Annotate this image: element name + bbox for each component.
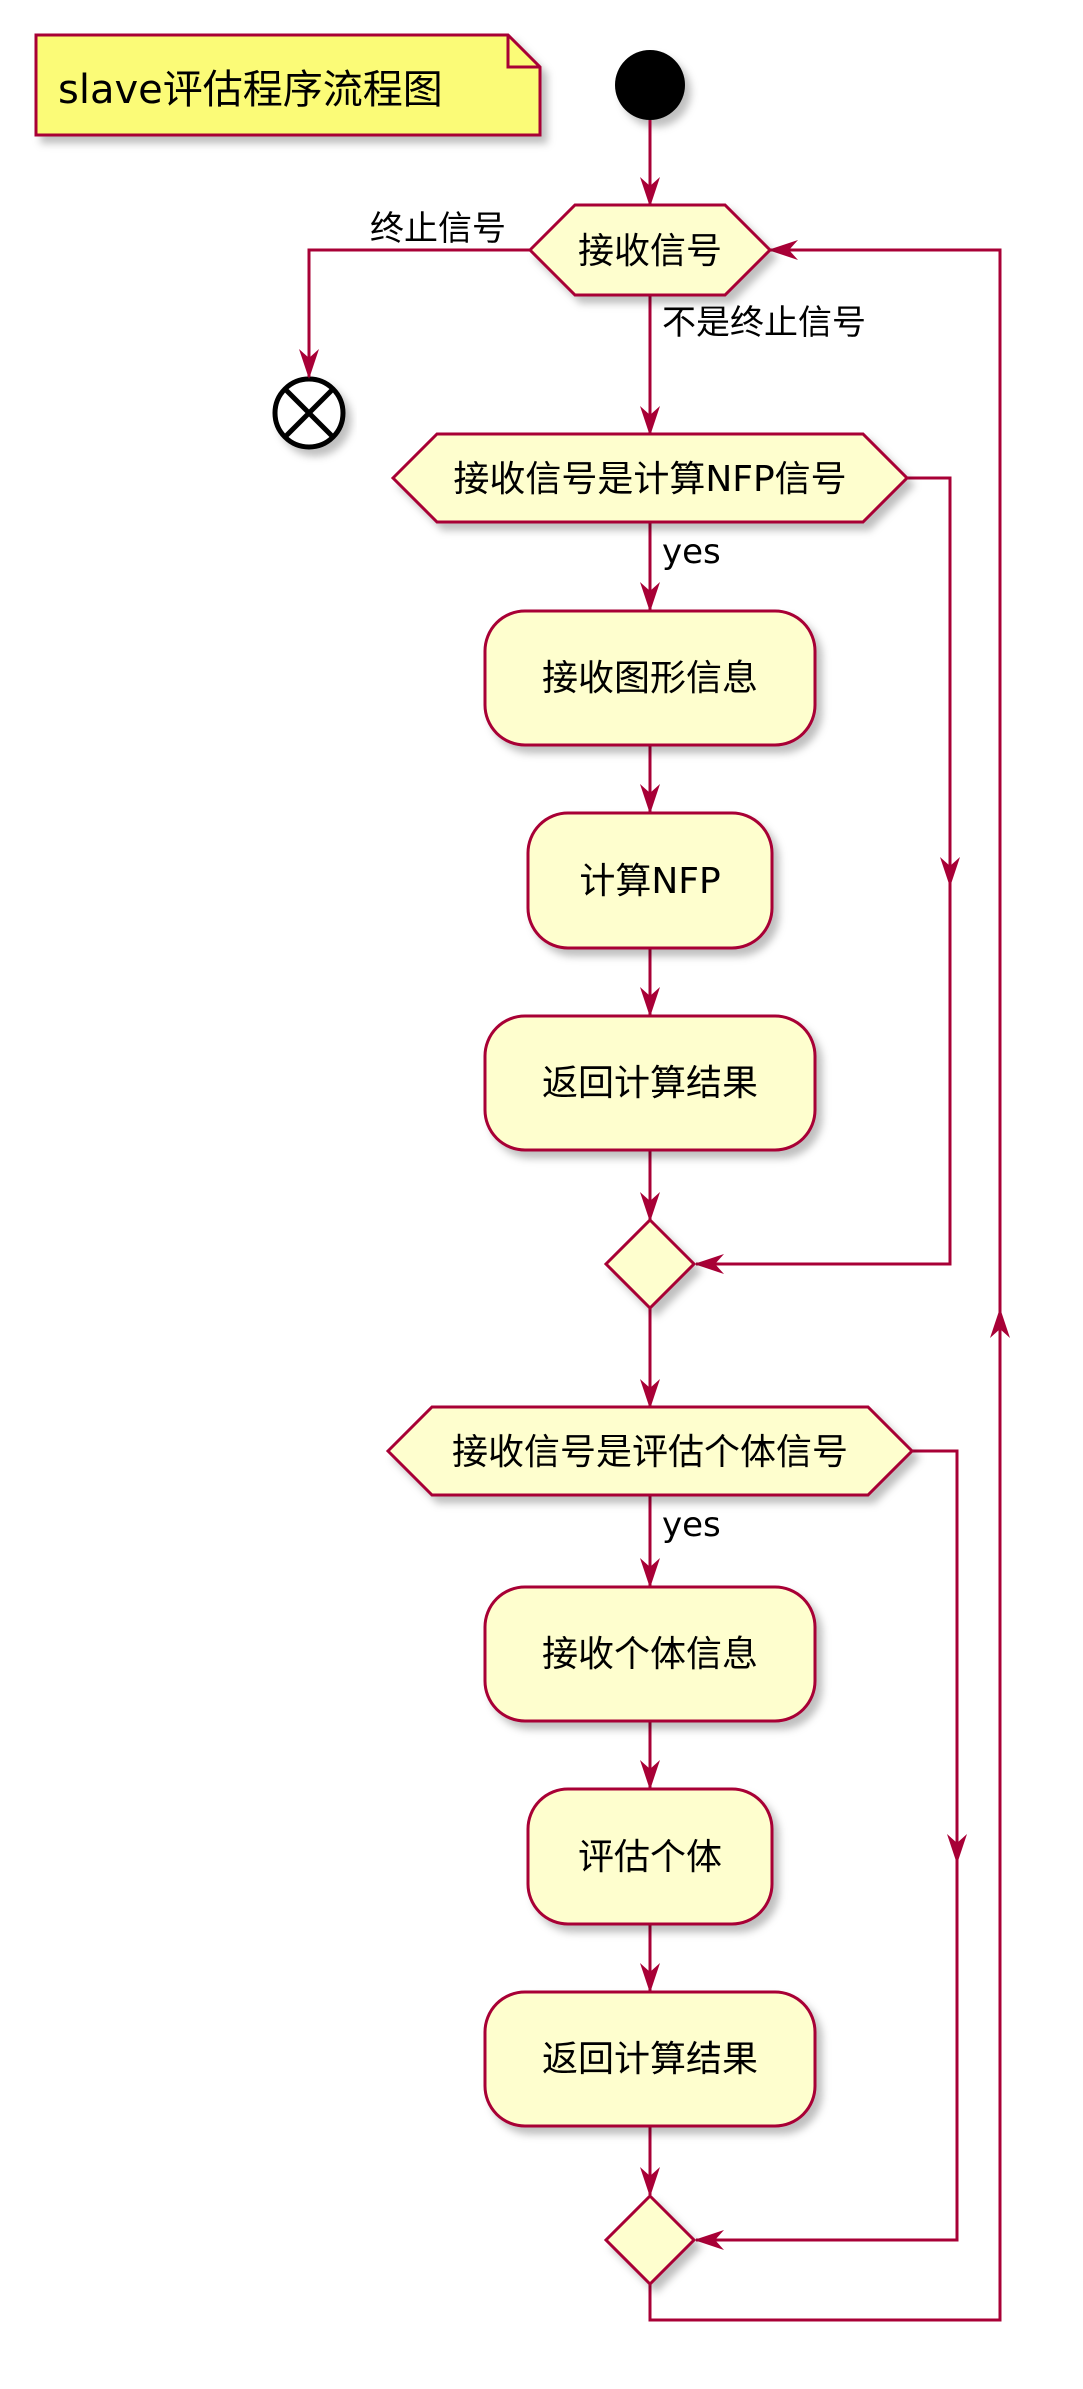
activity-recv-individual-label: 接收个体信息 xyxy=(542,1634,758,1675)
activity-calc-nfp: 计算NFP xyxy=(526,811,774,950)
note-title: slave评估程序流程图 xyxy=(58,67,443,113)
edge-nfp-no-merge xyxy=(694,885,952,1274)
start-node xyxy=(615,50,685,120)
activity-return-nfp-label: 返回计算结果 xyxy=(542,1063,758,1104)
activity-recv-individual: 接收个体信息 xyxy=(483,1585,817,1723)
edge-label-not-terminate: 不是终止信号 xyxy=(662,303,866,343)
edge-label-terminate: 终止信号 xyxy=(370,209,506,249)
edge-loop-back xyxy=(648,240,1002,2322)
decision-is-eval: 接收信号是评估个体信号 xyxy=(385,1405,915,1497)
end-node xyxy=(272,376,346,450)
activity-return-eval: 返回计算结果 xyxy=(483,1990,817,2128)
activity-return-nfp: 返回计算结果 xyxy=(483,1014,817,1152)
decision-is-nfp: 接收信号是计算NFP信号 xyxy=(390,432,910,524)
edge-nfp-no xyxy=(907,476,952,885)
edge-eval-no xyxy=(912,1449,959,1860)
activity-recv-shape: 接收图形信息 xyxy=(483,609,817,747)
edge-label-yes-nfp: yes xyxy=(662,532,721,572)
decision-receive: 接收信号 xyxy=(527,203,773,297)
edges xyxy=(299,120,1010,2322)
decision-is-nfp-label: 接收信号是计算NFP信号 xyxy=(453,459,846,500)
activity-calc-nfp-label: 计算NFP xyxy=(579,861,720,902)
decision-receive-label: 接收信号 xyxy=(578,231,722,272)
activity-eval-individual: 评估个体 xyxy=(526,1787,774,1926)
activity-eval-individual-label: 评估个体 xyxy=(578,1837,722,1878)
decision-is-eval-label: 接收信号是评估个体信号 xyxy=(452,1432,848,1473)
edge-terminate xyxy=(299,248,530,379)
merge-eval xyxy=(603,2193,697,2287)
title-note: slave评估程序流程图 xyxy=(34,33,542,137)
merge-nfp xyxy=(603,1217,697,1311)
activity-return-eval-label: 返回计算结果 xyxy=(542,2039,758,2080)
edge-label-yes-eval: yes xyxy=(662,1505,721,1545)
activity-recv-shape-label: 接收图形信息 xyxy=(542,658,758,699)
edge-eval-no-merge xyxy=(694,1862,959,2250)
